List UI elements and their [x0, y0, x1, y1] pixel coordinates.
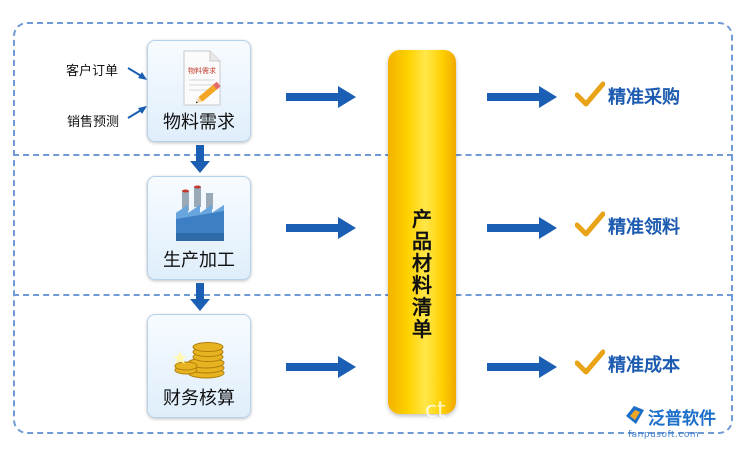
arrow-to-output-2: [487, 217, 557, 239]
bom-char: 料: [412, 273, 432, 297]
down-arrow-1: [190, 145, 210, 173]
arrow-to-output-1: [487, 86, 557, 108]
check-icon: [575, 211, 605, 237]
doc-icon-text: 物料需求: [188, 66, 216, 75]
input-arrow-2: [127, 106, 147, 119]
bom-label: 产 品 材 料 清 单: [388, 208, 456, 340]
document-pen-icon: 物料需求: [183, 50, 221, 106]
arrow-to-bom-3: [286, 356, 356, 378]
row-divider-2: [13, 294, 733, 296]
bom-char: 品: [412, 229, 432, 253]
arrow-to-bom-1: [286, 86, 356, 108]
check-icon: [575, 349, 605, 375]
logo-url: fanpusoft.com: [628, 430, 700, 440]
logo-brand: 泛普软件: [648, 409, 716, 429]
bom-bar: 产 品 材 料 清 单: [388, 50, 456, 414]
row-divider-1: [13, 154, 733, 156]
arrow-to-bom-2: [286, 217, 356, 239]
input-sales-forecast: 销售预测: [67, 115, 120, 130]
fanpu-logo: 泛普软件 fanpusoft.com: [624, 402, 744, 444]
input-customer-order: 客户订单: [66, 64, 119, 79]
bom-char: 产: [412, 207, 432, 231]
step-production: 生产加工: [147, 176, 251, 280]
check-icon: [575, 81, 605, 107]
step-label: 生产加工: [163, 250, 235, 271]
input-arrow-1: [127, 67, 147, 80]
arrow-to-output-3: [487, 356, 557, 378]
step-label: 财务核算: [163, 388, 235, 409]
output-label: 精准采购: [608, 87, 680, 108]
bom-char: 材: [412, 251, 432, 275]
coins-icon: [173, 342, 225, 379]
logo-mark-icon: [626, 406, 644, 424]
input-arrows: [127, 67, 147, 119]
output-label: 精准成本: [608, 355, 680, 376]
diagram-frame: [13, 22, 733, 434]
output-label: 精准领料: [608, 217, 680, 238]
step-material-demand: 物料需求 物料需求: [147, 40, 251, 142]
step-label: 物料需求: [163, 112, 235, 133]
watermark-text: ct: [425, 398, 446, 423]
bom-char: 单: [412, 317, 432, 341]
down-arrow-2: [190, 283, 210, 311]
factory-icon: [176, 185, 224, 241]
step-finance: 财务核算: [147, 314, 251, 418]
bom-char: 清: [412, 295, 432, 319]
